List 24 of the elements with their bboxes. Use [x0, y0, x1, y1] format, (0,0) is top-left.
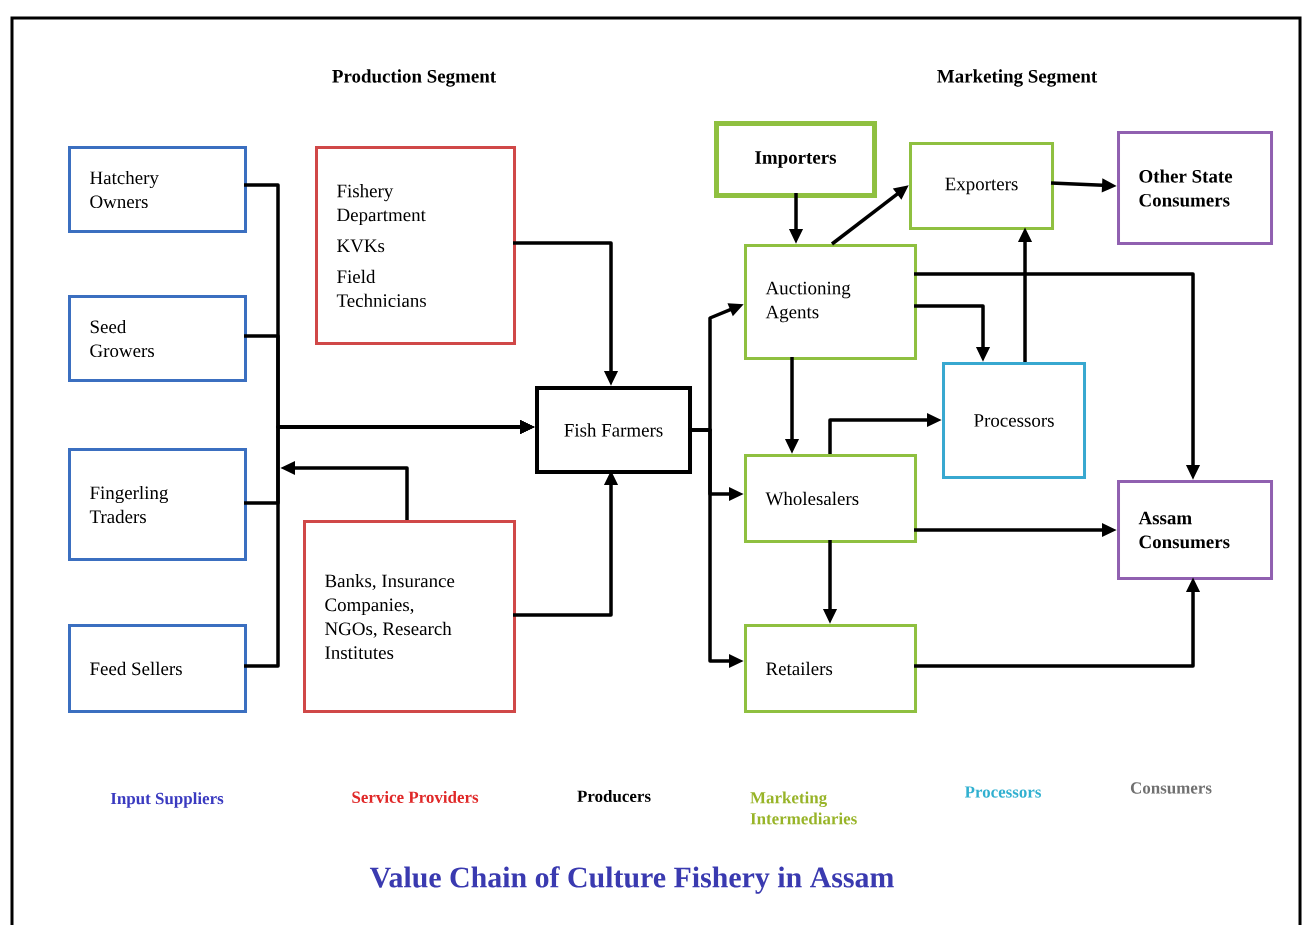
process-box: Importers [714, 121, 877, 198]
process-box: Wholesalers [744, 454, 917, 543]
segment-heading: Production Segment [332, 69, 496, 87]
process-box: Processors [942, 362, 1086, 479]
process-box: Exporters [909, 142, 1054, 230]
process-box: Fishery Department KVKs Field Technicians [315, 146, 516, 345]
legend-entry: Marketing Intermediaries [750, 791, 857, 825]
process-box: Feed Sellers [68, 624, 247, 713]
process-box: Fish Farmers [535, 386, 692, 474]
process-box: Fingerling Traders [68, 448, 247, 561]
segment-heading: Marketing Segment [937, 69, 1098, 87]
process-box: Retailers [744, 624, 917, 713]
process-box: Banks, Insurance Companies, NGOs, Research Institutes [303, 520, 516, 713]
legend-entry: Consumers [1130, 782, 1212, 794]
title: Value Chain of Culture Fishery in Assam [369, 866, 894, 894]
legend-entry: Input Suppliers [110, 792, 224, 808]
legend-entry: Processors [964, 786, 1041, 798]
legend-entry: Service Providers [352, 791, 479, 803]
process-box: Other State Consumers [1117, 131, 1273, 245]
process-box: Auctioning Agents [744, 244, 917, 360]
process-box: Seed Growers [68, 295, 247, 382]
process-box: Hatchery Owners [68, 146, 247, 233]
legend-entry: Producers [577, 790, 651, 802]
process-box: Assam Consumers [1117, 480, 1273, 580]
